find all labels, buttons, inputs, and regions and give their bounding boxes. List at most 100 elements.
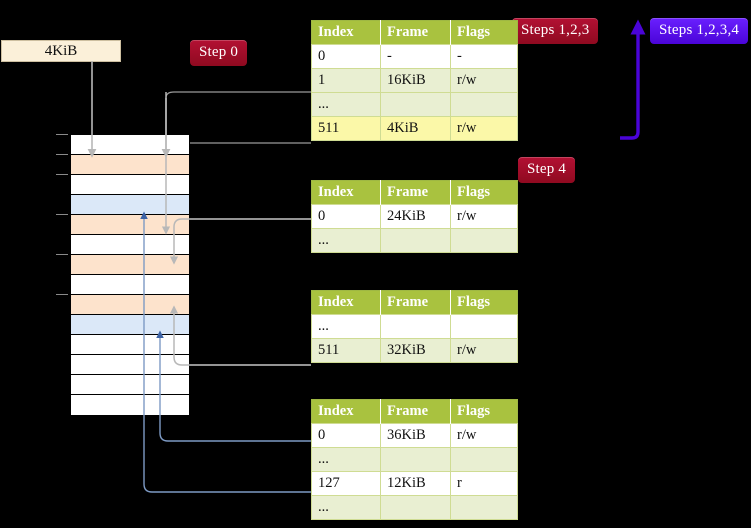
- col-header-frame: Frame: [380, 180, 451, 205]
- table-cell-index: 511: [311, 116, 381, 141]
- table-cell-flags: [450, 92, 518, 117]
- memory-tick: [56, 294, 68, 295]
- table-row: ...: [311, 495, 518, 520]
- table-cell-flags: [450, 447, 518, 472]
- memory-tick: [56, 174, 68, 175]
- table-cell-frame: 36KiB: [380, 423, 451, 448]
- table-cell-index: ...: [311, 495, 381, 520]
- label-steps-1234-text: Steps 1,2,3,4: [659, 22, 740, 38]
- memory-frame-row: [71, 355, 189, 375]
- memory-frame-row: [71, 315, 189, 335]
- memory-frame-row: [71, 335, 189, 355]
- table-cell-index: 127: [311, 471, 381, 496]
- table-cell-index: ...: [311, 314, 381, 339]
- col-header-frame: Frame: [380, 20, 451, 45]
- memory-tick: [56, 254, 68, 255]
- label-step-4-text: Step 4: [527, 161, 567, 177]
- table-row: 0--: [311, 44, 518, 69]
- memory-frame-row: [71, 295, 189, 315]
- table-cell-index: ...: [311, 228, 381, 253]
- table-cell-frame: [380, 314, 451, 339]
- col-header-index: Index: [311, 399, 381, 424]
- table-cell-frame: 16KiB: [380, 68, 451, 93]
- table-cell-frame: 32KiB: [380, 338, 451, 363]
- table-cell-frame: [380, 228, 451, 253]
- memory-frame-row: [71, 235, 189, 255]
- label-steps-1234: Steps 1,2,3,4: [650, 18, 749, 44]
- table-row: ...: [311, 447, 518, 472]
- table-cell-index: ...: [311, 447, 381, 472]
- table-cell-flags: r/w: [450, 204, 518, 229]
- table-cell-index: 0: [311, 423, 381, 448]
- memory-frame-row: [71, 195, 189, 215]
- table-row: ...: [311, 228, 518, 253]
- arrow-pd-to-frame: [169, 305, 311, 366]
- table-header-row: Index Frame Flags: [311, 20, 518, 45]
- connector-frame-to-pml4-row1: [165, 91, 311, 99]
- label-step-0-text: Step 0: [199, 44, 239, 60]
- memory-frame-row: [71, 275, 189, 295]
- memory-tick: [56, 214, 68, 215]
- col-header-frame: Frame: [380, 290, 451, 315]
- table-cell-flags: r/w: [450, 68, 518, 93]
- table-cell-flags: r/w: [450, 116, 518, 141]
- table-cell-flags: [450, 228, 518, 253]
- table-cell-frame: [380, 495, 451, 520]
- label-steps-123-text: Steps 1,2,3: [521, 22, 590, 38]
- col-header-index: Index: [311, 290, 381, 315]
- table-header-row: Index Frame Flags: [311, 180, 518, 205]
- memory-frame-row: [71, 175, 189, 195]
- memory-tick: [56, 134, 68, 135]
- arrow-pdpt-to-frame: [169, 218, 311, 265]
- label-step-0: Step 0: [190, 40, 248, 66]
- physical-memory-column: [70, 134, 190, 415]
- bracket-steps-1234: [620, 19, 646, 140]
- frame-4kib-box: 4KiB: [1, 40, 121, 62]
- table-row: ...: [311, 92, 518, 117]
- table-cell-index: ...: [311, 92, 381, 117]
- memory-frame-row: [71, 395, 189, 415]
- table-cell-flags: r/w: [450, 423, 518, 448]
- label-steps-123: Steps 1,2,3: [512, 18, 599, 44]
- memory-frame-row: [71, 375, 189, 395]
- table-cell-flags: [450, 495, 518, 520]
- table-cell-index: 0: [311, 204, 381, 229]
- table-cell-index: 0: [311, 44, 381, 69]
- col-header-flags: Flags: [450, 180, 518, 205]
- table-cell-frame: 12KiB: [380, 471, 451, 496]
- table-cell-flags: -: [450, 44, 518, 69]
- table-cell-flags: [450, 314, 518, 339]
- table-cell-flags: r/w: [450, 338, 518, 363]
- table-cell-index: 511: [311, 338, 381, 363]
- table-cell-frame: [380, 92, 451, 117]
- col-header-frame: Frame: [380, 399, 451, 424]
- table-cell-frame: [380, 447, 451, 472]
- memory-frame-row: [71, 155, 189, 175]
- table-header-row: Index Frame Flags: [311, 290, 518, 315]
- table-cell-frame: 4KiB: [380, 116, 451, 141]
- table-header-row: Index Frame Flags: [311, 399, 518, 424]
- col-header-index: Index: [311, 180, 381, 205]
- frame-4kib-label: 4KiB: [44, 42, 78, 59]
- table-cell-flags: r: [450, 471, 518, 496]
- col-header-flags: Flags: [450, 20, 518, 45]
- memory-tick: [56, 154, 68, 155]
- table-row: ...: [311, 314, 518, 339]
- memory-frame-row: [71, 215, 189, 235]
- col-header-flags: Flags: [450, 399, 518, 424]
- col-header-index: Index: [311, 20, 381, 45]
- table-cell-index: 1: [311, 68, 381, 93]
- table-cell-frame: 24KiB: [380, 204, 451, 229]
- memory-frame-row: [71, 135, 189, 155]
